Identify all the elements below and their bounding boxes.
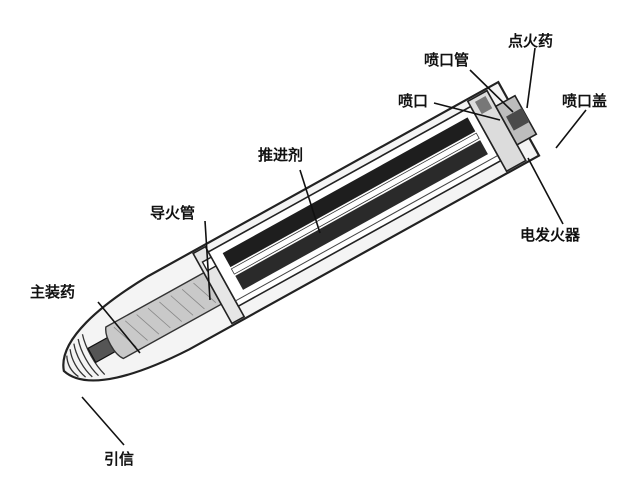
propellant-lower (235, 140, 488, 290)
label-nozzle: 喷口 (398, 92, 429, 110)
leader-lines (81, 47, 587, 446)
label-propellant: 推进剂 (258, 146, 304, 164)
label-igniter-charge: 点火药 (508, 32, 554, 50)
label-electric-igniter: 电发火器 (520, 226, 581, 244)
label-main-charge: 主装药 (30, 283, 76, 301)
rocket-body (62, 80, 541, 382)
igniter-charge-shape (474, 96, 493, 115)
label-nozzle-tube: 喷口管 (424, 51, 470, 69)
propellant-upper (222, 117, 476, 268)
nose-rings (66, 334, 106, 378)
label-detonator: 引信 (104, 450, 135, 468)
propellant-core (230, 132, 480, 275)
electric-igniter-shape (506, 107, 530, 131)
label-fuse-tube: 导火管 (150, 204, 196, 222)
label-nozzle-cover: 喷口盖 (562, 92, 608, 110)
main-charge-hatching (113, 282, 217, 348)
main-charge-shape (105, 271, 223, 360)
